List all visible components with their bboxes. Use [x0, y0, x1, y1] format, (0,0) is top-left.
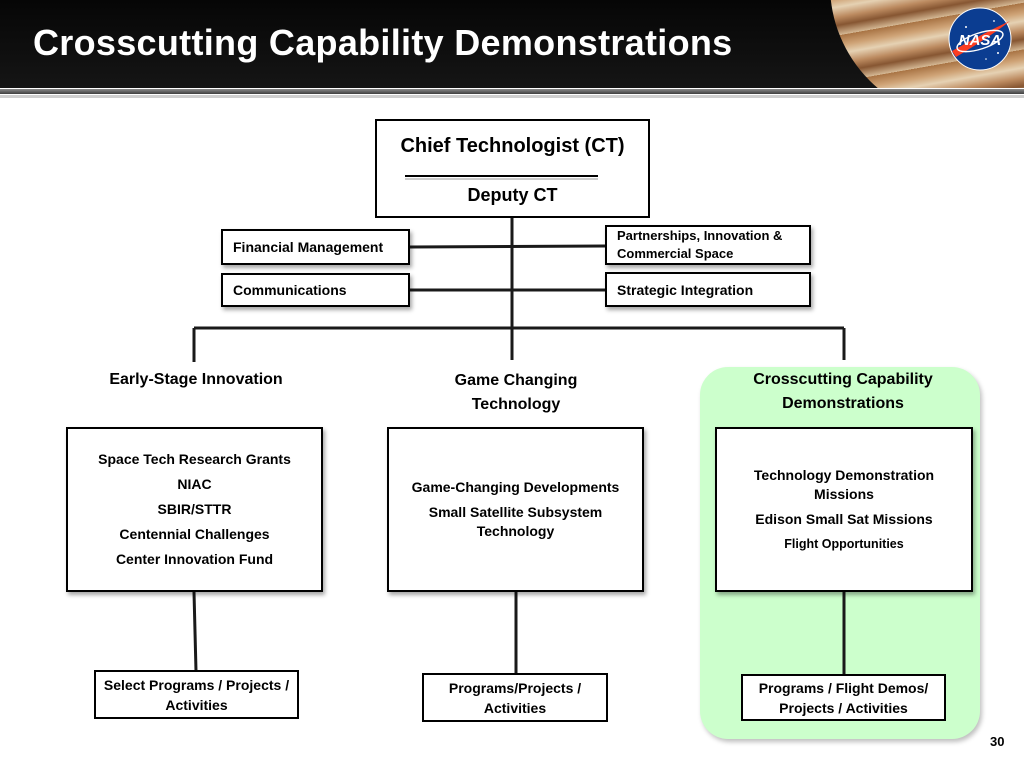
page-number: 30: [990, 734, 1005, 749]
list-item: Space Tech Research Grants: [98, 451, 291, 467]
crosscutting-activities-box: Programs / Flight Demos/ Projects / Acti…: [741, 674, 946, 721]
communications-label: Communications: [233, 282, 347, 298]
financial-management-label: Financial Management: [233, 239, 384, 255]
early-stage-activities-box: Select Programs / Projects / Activities: [94, 670, 299, 719]
strategic-integration-box: Strategic Integration: [605, 272, 811, 307]
early-stage-activities-label: Select Programs / Projects / Activities: [103, 676, 290, 713]
list-item: Center Innovation Fund: [115, 551, 274, 567]
game-changing-activities-label: Programs/Projects / Activities: [448, 679, 582, 716]
early-stage-programs-box: Space Tech Research Grants NIAC SBIR/STT…: [66, 427, 323, 592]
list-item: Game-Changing Developments: [411, 479, 620, 495]
slide-header: Crosscutting Capability Demonstrations N…: [0, 0, 1024, 88]
header-rule-light: [0, 95, 1024, 98]
page-title: Crosscutting Capability Demonstrations: [33, 22, 733, 63]
crosscutting-activities-label: Programs / Flight Demos/ Projects / Acti…: [758, 679, 929, 716]
branch-title-game-changing: Game Changing Technology: [454, 372, 578, 413]
list-item: Small Satellite Subsystem Technology: [428, 504, 603, 539]
communications-box: Communications: [221, 273, 410, 307]
nasa-logo-text: NASA: [959, 32, 1002, 49]
list-item: SBIR/STTR: [157, 501, 232, 517]
list-item: Technology Demonstration Missions: [753, 466, 935, 502]
list-item: Flight Opportunities: [784, 536, 904, 551]
financial-management-box: Financial Management: [221, 229, 410, 265]
nasa-logo: NASA: [948, 7, 1012, 71]
branch-title-early-stage: Early-Stage Innovation: [109, 371, 283, 388]
game-changing-activities-box: Programs/Projects / Activities: [422, 673, 608, 722]
list-item: Centennial Challenges: [119, 526, 270, 542]
partnerships-box: Partnerships, Innovation & Commercial Sp…: [605, 225, 811, 265]
list-item: NIAC: [177, 476, 212, 492]
list-item: Edison Small Sat Missions: [755, 510, 933, 527]
chief-technologist-box: Chief Technologist (CT) Deputy CT: [375, 119, 650, 218]
partnerships-label: Partnerships, Innovation & Commercial Sp…: [617, 228, 783, 261]
chief-technologist-title: Chief Technologist (CT): [400, 135, 625, 157]
game-changing-programs-box: Game-Changing Developments Small Satelli…: [387, 427, 644, 592]
strategic-integration-label: Strategic Integration: [617, 281, 754, 298]
header-rule: [0, 89, 1024, 94]
crosscutting-programs-box: Technology Demonstration Missions Edison…: [715, 427, 973, 592]
branch-title-crosscutting: Crosscutting Capability Demonstrations: [753, 371, 933, 412]
ct-divider: [405, 175, 598, 177]
deputy-ct-title: Deputy CT: [467, 185, 558, 205]
